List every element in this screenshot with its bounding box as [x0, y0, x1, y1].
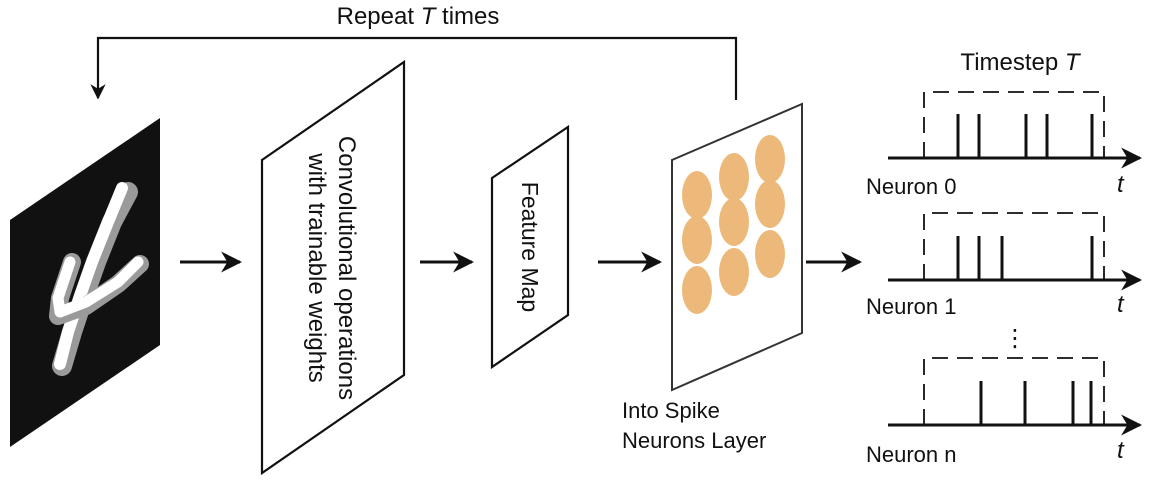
spike-neuron	[719, 198, 749, 246]
timestep-window	[923, 91, 1105, 158]
feature-map-label: Feature Map	[517, 182, 543, 312]
repeat-loop: Repeat T times	[90, 3, 738, 100]
neuron-label: Neuron 1	[866, 294, 957, 319]
time-axis-label: t	[1117, 171, 1125, 198]
spike-layer-label-line2: Neurons Layer	[622, 428, 766, 453]
time-axis-label: t	[1117, 291, 1125, 318]
spike-train-neuron-1: Neuron 1 t	[866, 212, 1143, 319]
spike-neuron	[719, 248, 749, 296]
spike-neuron	[755, 230, 785, 278]
conv-label-line2: with trainable weights	[303, 152, 330, 382]
timestep-window	[923, 357, 1105, 425]
spike-neurons-layer: Into Spike Neurons Layer	[622, 102, 803, 453]
spike-neuron	[755, 135, 785, 183]
neuron-label: Neuron n	[866, 442, 957, 467]
spike-neuron-grid	[682, 135, 785, 314]
neuron-ellipsis: ⋮	[1003, 325, 1027, 352]
spike-train-neuron-0: Neuron 0 t	[866, 91, 1143, 199]
conv-operations-panel: Convolutional operations with trainable …	[260, 59, 406, 476]
spike-neuron	[682, 171, 712, 219]
repeat-loop-label: Repeat T times	[337, 3, 500, 30]
timestep-window	[923, 212, 1105, 280]
spike-neuron	[755, 180, 785, 228]
time-axis-label: t	[1117, 437, 1125, 464]
spike-train-neuron-n: Neuron n t	[866, 357, 1143, 467]
neuron-label: Neuron 0	[866, 174, 957, 199]
digit-strokes	[49, 182, 149, 376]
spike-neuron	[682, 266, 712, 314]
feature-map-panel: Feature Map	[490, 124, 570, 370]
spike-neuron	[719, 153, 749, 201]
repeat-loop-arrow	[90, 36, 738, 100]
spike-neuron	[682, 216, 712, 264]
spike-layer-label-line1: Into Spike	[622, 398, 720, 423]
input-digit-image	[10, 118, 160, 447]
timestep-label: Timestep T	[960, 49, 1081, 76]
conv-label-line1: Convolutional operations	[333, 136, 360, 400]
